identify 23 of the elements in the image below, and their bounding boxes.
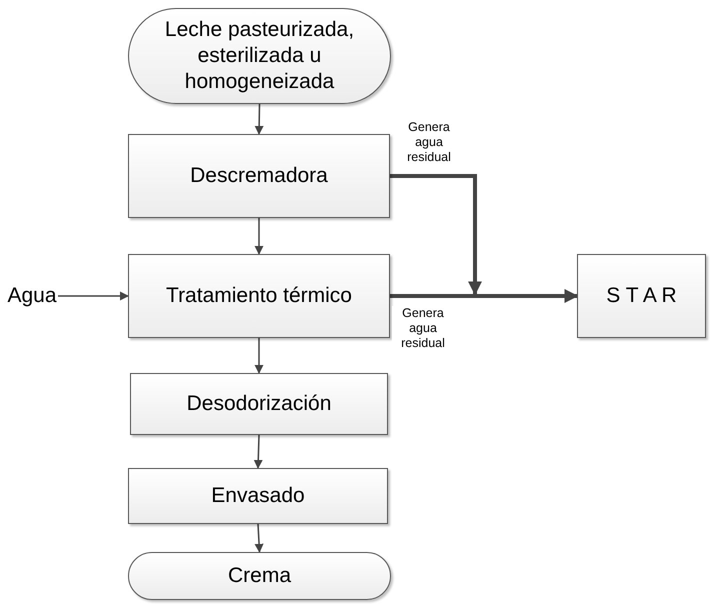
terminal-box	[128, 8, 391, 104]
arrow	[254, 524, 264, 553]
node-label: Descremadora	[190, 162, 328, 189]
node-label: Tratamiento térmico	[166, 282, 352, 309]
arrow	[390, 289, 578, 303]
arrow	[254, 104, 264, 135]
arrow	[390, 174, 482, 296]
arrow	[254, 434, 263, 469]
arrow	[254, 338, 264, 374]
process-box	[128, 134, 390, 218]
node-label: S T A R	[606, 282, 677, 309]
arrow	[58, 292, 129, 300]
node-label: Desodorización	[186, 390, 332, 417]
process-box	[577, 254, 706, 338]
process-box	[130, 373, 388, 435]
process-box	[128, 254, 390, 338]
node-label: Envasado	[211, 482, 305, 509]
node-label: Leche pasteurizada, esterilizada u homogeneizada	[164, 16, 356, 96]
node-label: Crema	[228, 562, 291, 589]
process-box	[128, 468, 388, 524]
arrow	[254, 218, 264, 255]
input-label: Agua	[6, 280, 58, 312]
terminal-box	[128, 552, 391, 600]
